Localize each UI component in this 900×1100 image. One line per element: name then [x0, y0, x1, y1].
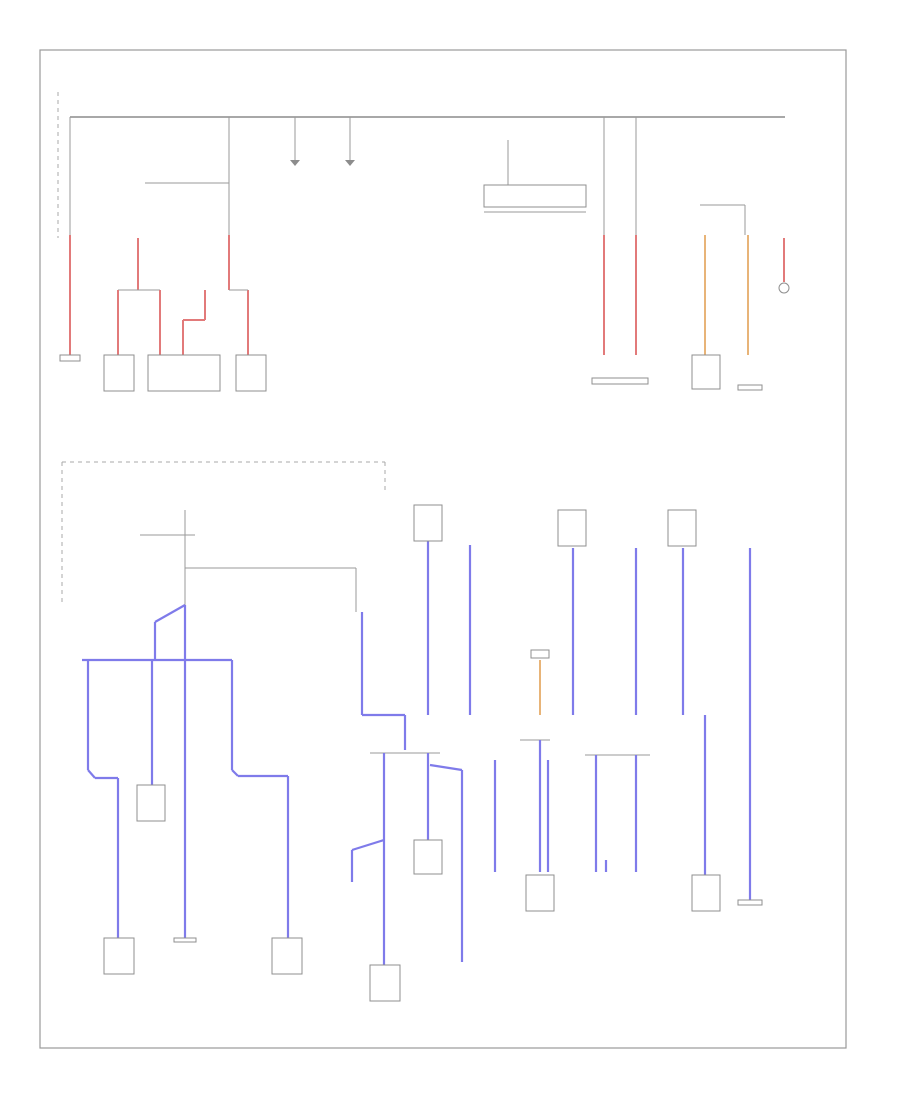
lower-module-6 — [369, 964, 401, 1002]
top-power-section — [57, 92, 790, 392]
lamp-connector-2 — [737, 384, 763, 391]
relay-box-1 — [103, 354, 135, 392]
upper-module-b — [557, 509, 587, 547]
lower-module-5 — [413, 839, 443, 875]
relay-box-2 — [235, 354, 267, 392]
lower-module-8 — [691, 874, 721, 912]
ground-main-left — [154, 604, 186, 623]
page-frame — [39, 49, 847, 1049]
lower-connector-4 — [173, 937, 197, 943]
upper-module-a — [413, 504, 443, 542]
connector-1 — [59, 354, 81, 362]
headlight-connector — [591, 377, 649, 385]
control-module — [483, 184, 587, 208]
bottom-ground-section — [61, 461, 763, 1002]
lower-module-1 — [136, 784, 166, 822]
junction-block — [147, 354, 221, 392]
lamp-module-1 — [691, 354, 721, 390]
lower-module-3 — [271, 937, 303, 975]
lower-module-7 — [525, 874, 555, 912]
lower-module-2 — [103, 937, 135, 975]
upper-module-c — [667, 509, 697, 547]
